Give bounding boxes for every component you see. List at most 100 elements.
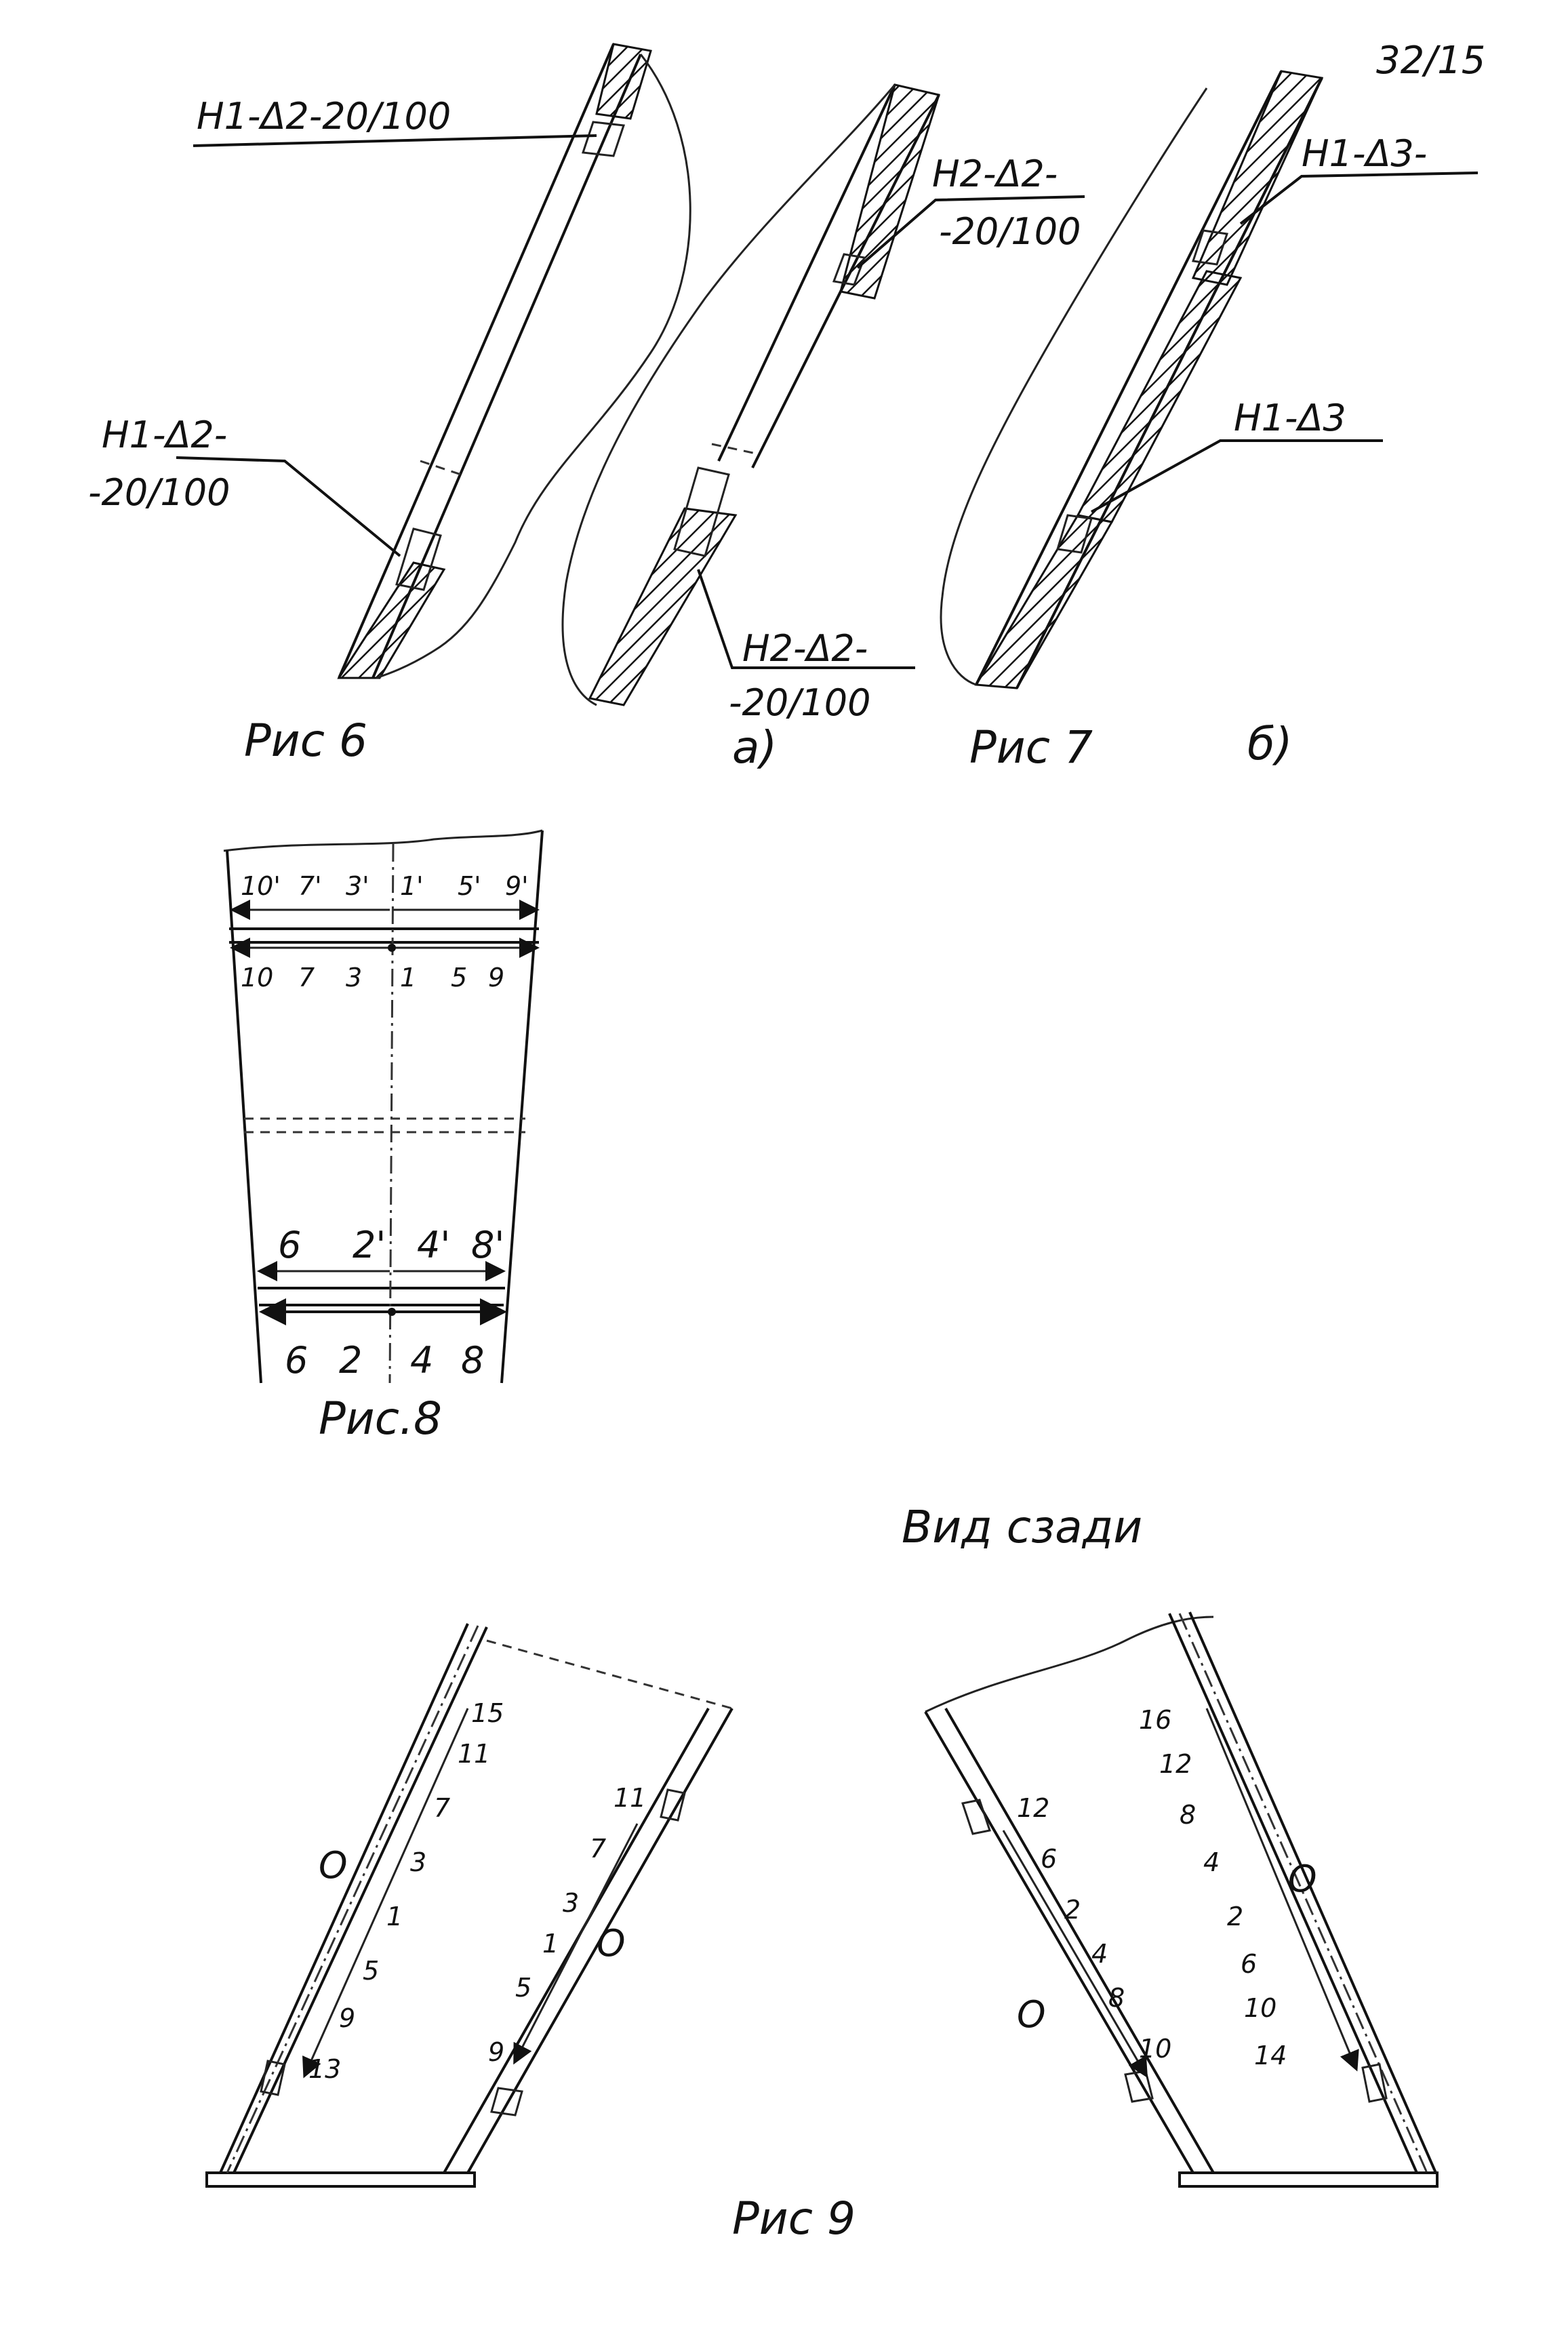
fig9-right-assembly: О 12 6 2 4 8 10 О 16 12 8 4 2 6 10 14: [924, 1611, 1439, 2188]
fig8-top-break: [223, 829, 543, 852]
fig8-caption: Рис.8: [319, 1392, 442, 1445]
fig8-bottom-plain-0: 6: [285, 1339, 308, 1382]
fig6-caption: Рис 6: [244, 715, 367, 767]
fig8-top-primed-2: 3': [346, 871, 369, 901]
fig9-left-outer-seq-5: 5: [363, 1956, 379, 1986]
fig9-right-inner-seq-1: 6: [1041, 1844, 1057, 1874]
fig9-left-outer-seq-3: 3: [410, 1847, 426, 1877]
fig9-right-inner-seq-0: 12: [1017, 1793, 1049, 1823]
fig9-right-outer-seq-4: 2: [1227, 1902, 1243, 1931]
fig8-left-edge: [226, 850, 262, 1384]
fig9-right-outer-joint: [1361, 2063, 1388, 2103]
fig8-right-edge: [500, 830, 544, 1384]
fig8-top-plain-3: 1: [400, 963, 416, 993]
fig9-left-inner-joint-top: [660, 1788, 686, 1822]
fig7b-label-bottom: Н1-Δ3: [1234, 397, 1346, 439]
fig8-top-plain-5: 9: [488, 963, 504, 993]
fig7b-contour: [940, 87, 1208, 686]
fig9-left-outer-edge2: [233, 1626, 488, 2173]
fig9-right-outer-seq-3: 4: [1203, 1847, 1220, 1877]
fig9-right-base: [1178, 2171, 1439, 2188]
fig9-left-inner-edge2: [466, 1708, 733, 2173]
fig6-contour: [376, 54, 691, 679]
fig7b-joint-bottom: [1056, 514, 1093, 554]
fig8-center-dot-top: [388, 944, 396, 952]
fig9-left-inner-joint-bottom: [490, 2087, 523, 2117]
fig9-left-inner-seq-0: 11: [614, 1783, 646, 1813]
fig9-left-outer-seq-6: 9: [339, 2003, 355, 2033]
fig6-joint-top: [581, 121, 626, 157]
fig7b-plate-left: [975, 71, 1283, 685]
fig9-left-assembly: О 15 11 7 3 1 5 9 13 О 11 7 3 1 5 9: [205, 1623, 733, 2188]
fig8-bottom-plain-3: 8: [461, 1339, 484, 1382]
fig7a-break-line: [711, 443, 760, 456]
fig7b-sub-label: б): [1247, 718, 1292, 770]
fig6-plate-left-edge: [338, 43, 615, 679]
fig9-right-outer-seq-2: 8: [1180, 1800, 1196, 1830]
fig9-left-inner-seq-5: 9: [488, 2037, 504, 2067]
fig9-left-top-break: [486, 1639, 733, 1710]
fig9-right-inner-joint-top: [961, 1799, 991, 1835]
fig8-bottom-primed-2: 4': [417, 1224, 450, 1266]
fig8-top-primed-3: 1': [400, 871, 424, 901]
fig7b-plate-bottom-hatch: [974, 514, 1114, 689]
fig7-caption: Рис 7: [969, 721, 1093, 774]
fig6-break-line: [420, 460, 462, 476]
fig9-left-outer-seq-4: 1: [386, 1902, 403, 1931]
fig7a-label-bottom-line1: Н2-Δ2-: [742, 627, 868, 670]
fig8-top-primed-5: 9': [505, 871, 529, 901]
fig9-left-inner-seq-4: 5: [515, 1973, 531, 2003]
fig9-right-outer-arrow: [1205, 1708, 1359, 2072]
fig9-right-inner-arrow: [1002, 1830, 1148, 2079]
fig8-top-plain-2: 3: [346, 963, 362, 993]
fig9-right-top-break: [925, 1616, 1214, 1713]
fig6-label-bottom-line1: Н1-Δ2-: [102, 414, 227, 456]
fig9-left-inner-seq-2: 3: [563, 1888, 579, 1918]
fig7b-plate-top-hatch: [1191, 70, 1324, 286]
fig9-right-inner-seq-5: 10: [1139, 2034, 1171, 2064]
fig8-bottom-primed-1: 2': [353, 1224, 386, 1266]
fig9-left-outer-seq-2: 7: [434, 1793, 450, 1823]
fig8-top-primed-1: 7': [298, 871, 322, 901]
fig9-left-outer-joint: [260, 2060, 286, 2096]
fig7a-label-bottom-line2: -20/100: [729, 681, 870, 724]
fig9-caption: Рис 9: [732, 2192, 856, 2245]
fig9-right-inner-edge1: [924, 1710, 1194, 2174]
fig9-right-inner-seq-4: 8: [1108, 1983, 1125, 2013]
fig8-top-primed-4: 5': [458, 871, 481, 901]
fig7a-label-top-line1: Н2-Δ2-: [932, 153, 1058, 195]
fig9-left-inner-seq-3: 1: [542, 1929, 559, 1959]
fig7a-contour: [561, 84, 896, 706]
fig9-right-outer-seq-7: 14: [1254, 2041, 1287, 2070]
fig6-joint-bottom: [395, 527, 442, 591]
fig8-bottom-primed-3: 8': [471, 1224, 504, 1266]
fig9-right-inner-seq-2: 2: [1064, 1895, 1081, 1925]
fig7a-leader-top: [856, 195, 1085, 269]
fig8-bottom-plain-1: 2: [339, 1339, 362, 1382]
fig7b-leader-top: [1239, 172, 1479, 225]
fig9-left-inner-zero: О: [597, 1922, 626, 1965]
fig8-top-primed-0: 10': [241, 871, 281, 901]
fig9-view-title: Вид сзади: [902, 1501, 1142, 1553]
fig9-left-outer-edge1: [219, 1623, 469, 2173]
page-number: 32/15: [1376, 39, 1485, 83]
fig7b-leader-bottom: [1091, 439, 1383, 513]
fig9-right-outer-zero: О: [1288, 1858, 1317, 1900]
fig9-right-outer-seq-1: 12: [1159, 1749, 1192, 1779]
fig6-label-top: Н1-Δ2-20/100: [197, 95, 451, 138]
fig9-left-base: [205, 2171, 476, 2188]
fig9-left-inner-arrow: [513, 1823, 639, 2065]
fig7a-plate-left: [717, 84, 896, 462]
fig7a-joint-bottom: [673, 466, 730, 557]
fig9-right-outer-seq-0: 16: [1139, 1705, 1171, 1735]
fig8-bottom-primed-0: 6: [278, 1224, 301, 1266]
fig9-left-outer-seq-7: 13: [308, 2054, 341, 2084]
fig6-leader-bottom: [176, 456, 401, 557]
fig9-right-inner-zero: О: [1017, 1993, 1046, 2036]
fig7b-label-top: Н1-Δ3-: [1302, 132, 1427, 175]
fig9-right-outer-seq-5: 6: [1241, 1949, 1257, 1979]
fig8-bottom-plain-2: 4: [410, 1339, 433, 1382]
fig7b-group: Н1-Δ3- Н1-Δ3 Рис 7 б): [940, 70, 1479, 774]
fig9-right-inner-edge2: [944, 1708, 1215, 2173]
